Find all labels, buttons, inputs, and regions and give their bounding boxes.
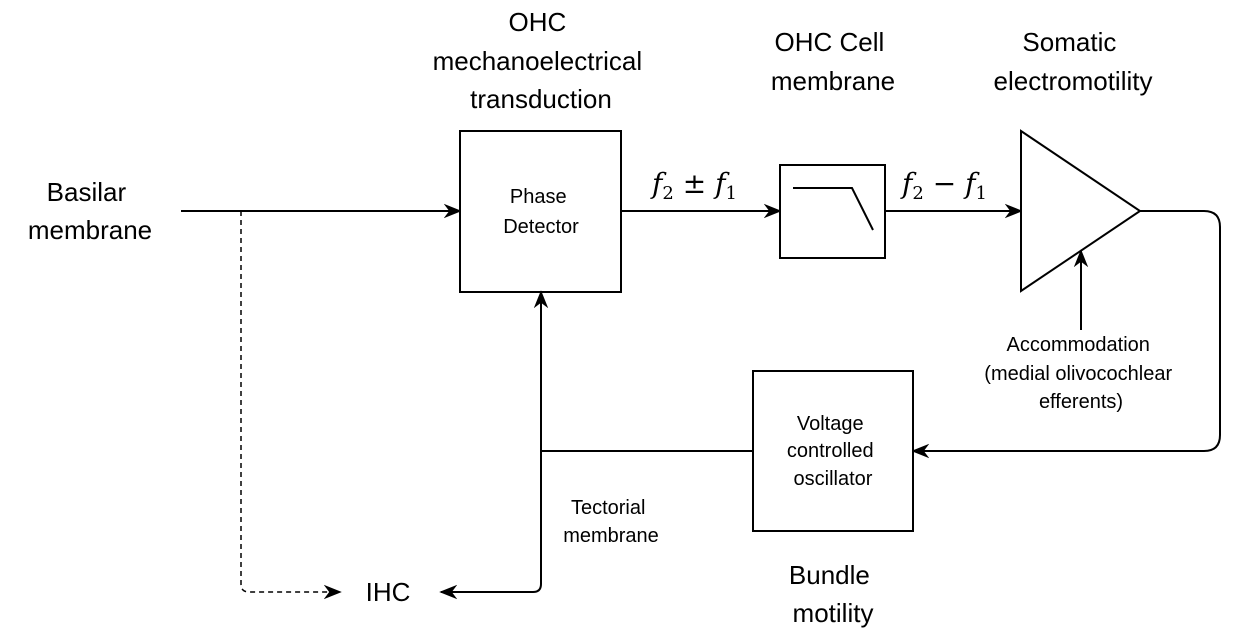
- basilar-membrane-label: Basilar membrane: [28, 177, 152, 245]
- tectorial-to-ihc-arrow: [439, 570, 542, 600]
- low-pass-filter-icon: [793, 187, 874, 231]
- phase-detector-label: Phase Detector: [503, 186, 579, 238]
- bundle-motility-label: Bundle motility: [789, 560, 877, 628]
- ohc-mechanoelectrical-transduction-label: OHC mechanoelectrical transduction: [433, 7, 650, 114]
- tectorial-membrane-label: Tectorial membrane: [563, 497, 659, 547]
- vco-label: Voltage controlled oscillator: [787, 413, 879, 490]
- basilar-to-ihc-dashed-arrow: [240, 211, 342, 600]
- amplifier-to-vco-feedback-arrow: [911, 210, 1221, 459]
- phase-detector-box: [459, 130, 622, 293]
- ihc-label: IHC: [366, 577, 411, 607]
- sum-frequency-label: f2 ± f1: [650, 167, 737, 204]
- difference-frequency-label: f2 − f1: [900, 167, 987, 204]
- low-pass-filter-box: [779, 164, 886, 259]
- somatic-electromotility-label: Somatic electromotility: [994, 27, 1153, 96]
- accommodation-label: Accommodation (medial olivocochlear effe…: [984, 334, 1177, 413]
- ohc-cell-membrane-label: OHC Cell membrane: [771, 27, 895, 96]
